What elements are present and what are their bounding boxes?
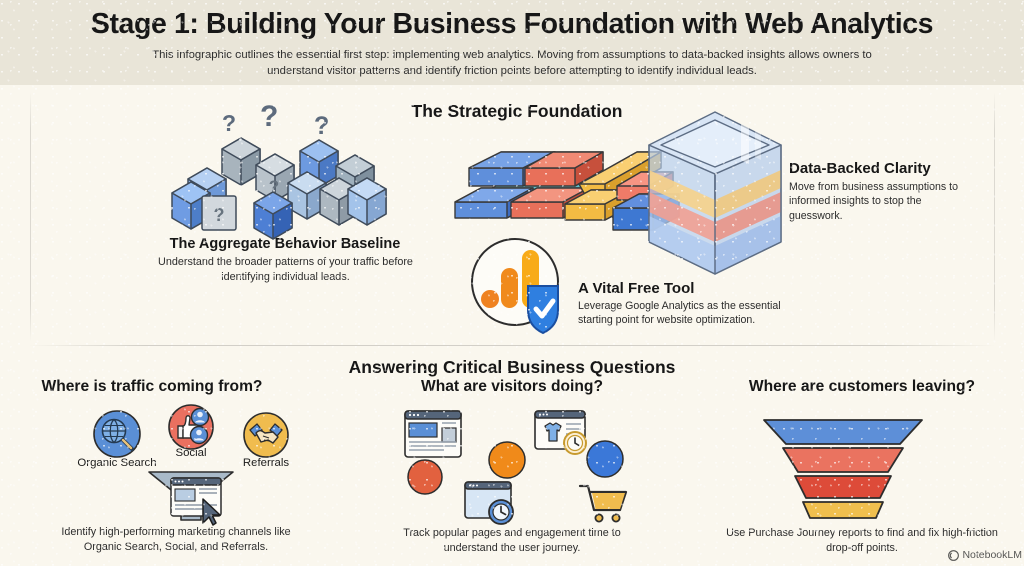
column-3-caption: Use Purchase Journey reports to find and… [726,527,998,554]
orange-dot-icon [488,441,526,479]
page-title: Stage 1: Building Your Business Foundati… [90,8,934,40]
blue-dot-icon [586,440,624,478]
vital-free-tool-title: A Vital Free Tool [578,280,695,297]
handshake-icon [243,412,289,458]
page-subtitle: This infographic outlines the essential … [152,49,872,77]
channel-label-referrals: Referrals [242,457,290,469]
section-divider [28,345,996,346]
glass-container-with-layers-icon [645,111,785,275]
browser-clock-window-icon [464,481,522,529]
thumbs-up-people-icon [168,404,214,450]
building-blocks-icon [454,140,690,235]
column-traffic-sources: Where is traffic coming from? [0,378,312,396]
column-customer-dropoff: Where are customers leaving? [702,378,1022,396]
watermark: NotebookLM [948,549,1022,561]
aggregate-baseline-body: Understand the broader patterns of your … [158,256,413,283]
left-rule [30,92,31,342]
svg-text:?: ? [269,177,279,196]
vital-free-tool-body: Leverage Google Analytics as the essenti… [578,300,781,327]
channel-label-social: Social [175,447,207,459]
svg-text:?: ? [214,205,225,225]
strategic-foundation-heading: The Strategic Foundation [411,101,623,121]
column-visitor-behavior: What are visitors doing? [352,378,672,396]
aggregate-baseline-title: The Aggregate Behavior Baseline [169,236,401,252]
shopping-cart-icon [578,482,630,524]
critical-questions-heading: Answering Critical Business Questions [348,357,676,377]
question-mark-icon: ? [222,110,237,136]
column-3-heading: Where are customers leaving? [748,378,976,395]
question-mark-icon: ? [314,112,330,140]
header-band: Stage 1: Building Your Business Foundati… [0,0,1024,85]
column-2-caption: Track popular pages and engagement time … [403,527,621,554]
notebooklm-logo-icon [948,549,960,561]
conversion-funnel-icon [762,418,924,519]
column-1-caption: Identify high-performing marketing chann… [61,526,291,553]
column-2-heading: What are visitors doing? [421,378,603,395]
right-rule [994,92,995,342]
google-analytics-icon-with-shield-check [466,238,571,335]
channel-label-organic-search: Organic Search [77,457,157,469]
data-backed-clarity-body: Move from business assumptions to inform… [789,181,958,222]
globe-magnifier-icon [93,410,141,458]
column-1-heading: Where is traffic coming from? [41,378,263,395]
question-mark-icon: ? [260,100,279,133]
red-dot-icon [407,459,443,495]
browser-article-window-icon [404,410,462,458]
data-backed-clarity-title: Data-Backed Clarity [789,160,931,177]
funnel-browser-cursor-icon [145,468,237,526]
scattered-cubes-with-question-marks-icon: ? [170,100,400,240]
watermark-label: NotebookLM [962,549,1022,561]
product-page-clock-icon [534,410,592,458]
